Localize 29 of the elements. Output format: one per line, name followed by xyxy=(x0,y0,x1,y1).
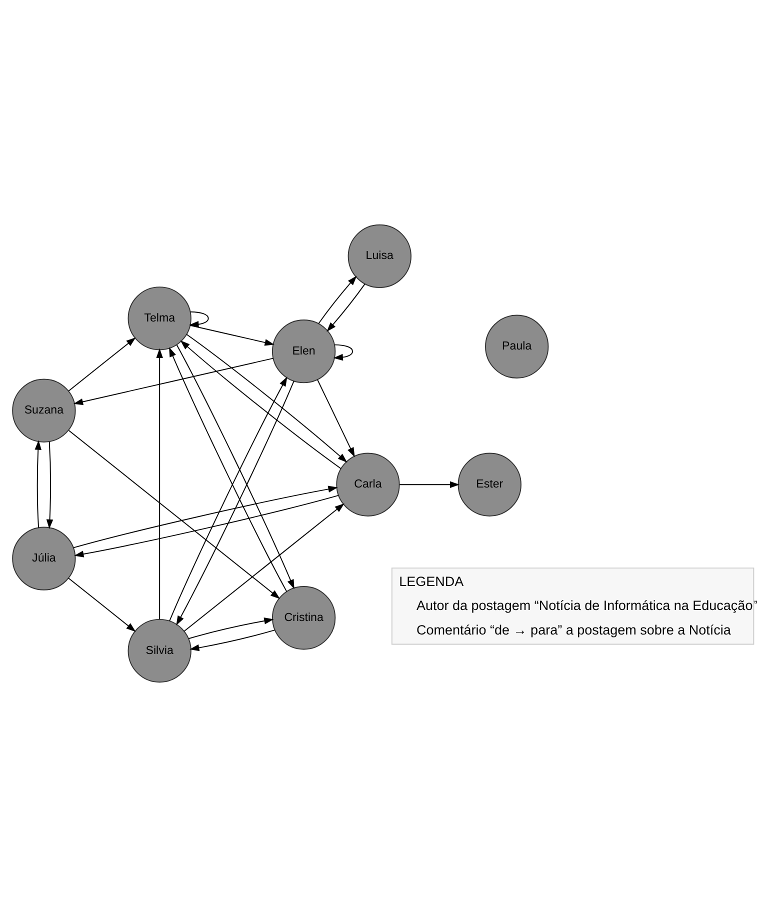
arrow xyxy=(326,283,366,332)
arrow xyxy=(316,378,355,457)
arrow xyxy=(73,357,274,405)
arrow xyxy=(190,324,274,346)
arrow xyxy=(68,430,280,598)
arrow xyxy=(156,348,163,620)
arrow xyxy=(190,629,276,651)
label: LEGENDA xyxy=(399,574,464,589)
node-circle: Suzana xyxy=(12,378,76,442)
arrow xyxy=(188,617,274,639)
legend-label: Autor da postagem “Notícia de Informática na Educação” xyxy=(416,598,758,613)
arrow xyxy=(333,344,353,360)
arrow xyxy=(34,440,42,528)
node-circle: Ester xyxy=(458,452,522,516)
arrow xyxy=(46,440,54,529)
node-circle: Cristina xyxy=(272,586,336,650)
node-circle: Paula xyxy=(485,314,549,378)
node-circle: Júlia xyxy=(12,526,76,590)
arrow xyxy=(73,485,338,548)
legend-label: Comentário “de → para” a postagem sobre a Notícia xyxy=(416,622,731,637)
arrow xyxy=(74,494,339,557)
node-circle: Silvia xyxy=(128,618,192,682)
arrow xyxy=(68,577,136,632)
arrow xyxy=(184,502,344,632)
arrow xyxy=(186,333,348,462)
arrow xyxy=(399,480,460,488)
arrow xyxy=(180,340,342,469)
arrow xyxy=(318,275,357,324)
arrow xyxy=(68,336,136,392)
